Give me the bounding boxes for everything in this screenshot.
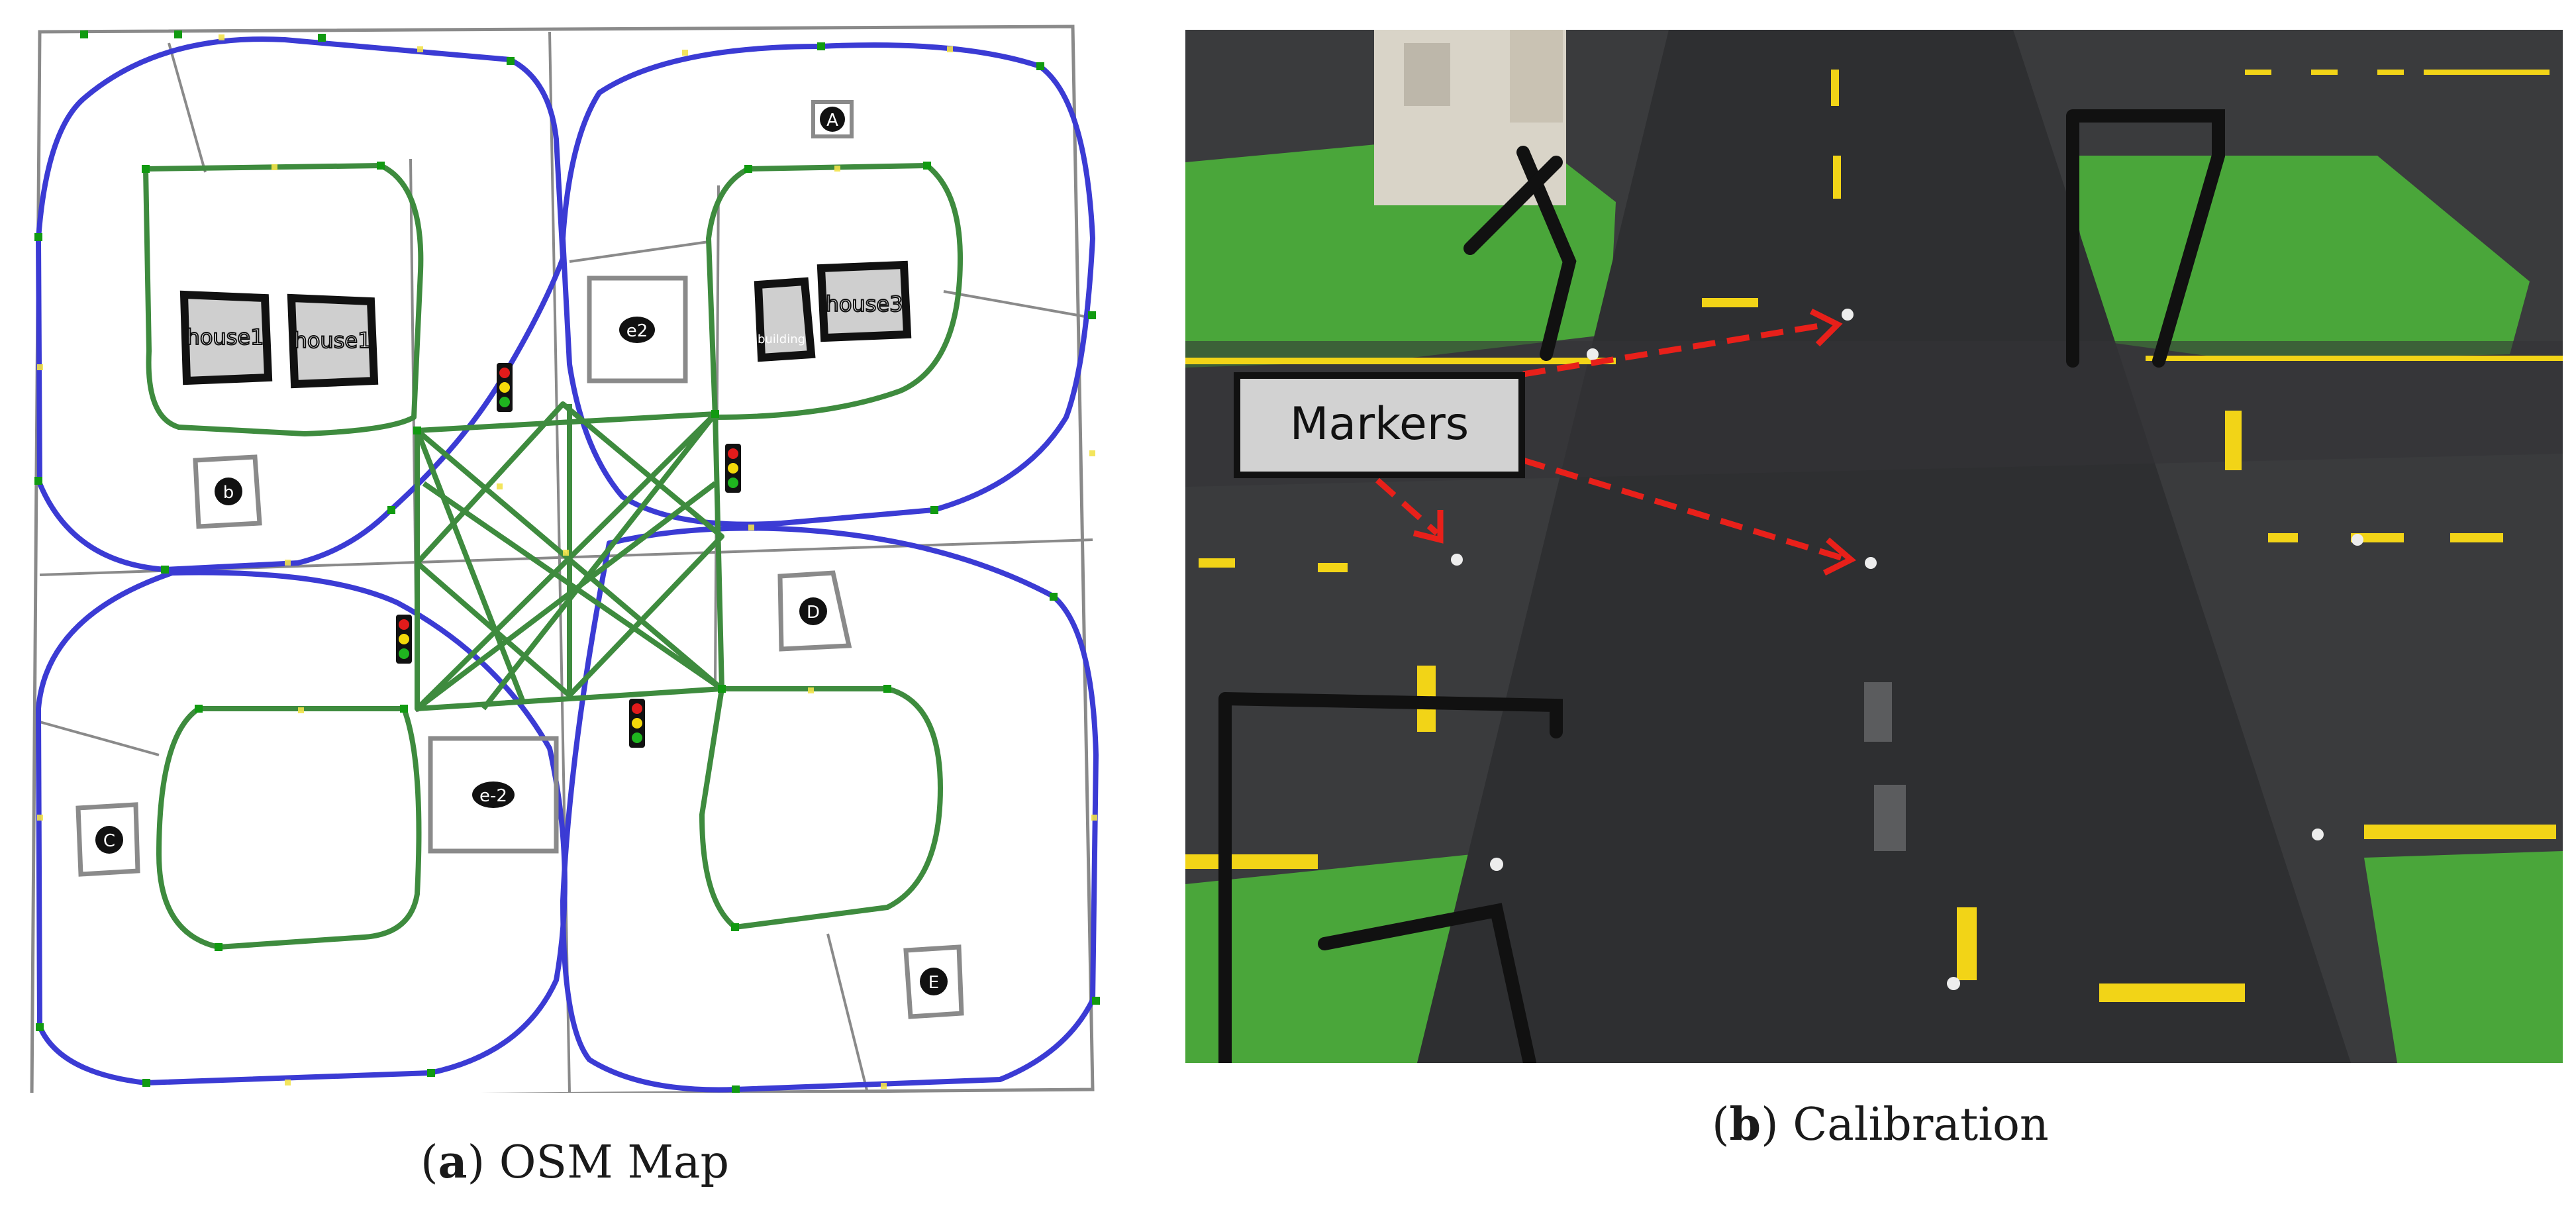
osm-map-panel: e2 e-2 A b C D E house1 house1 [20,20,1126,1100]
arrow-heads [1412,308,1857,576]
building-house1-b: house1 [287,293,379,389]
caption-a: (a) OSM Map [421,1136,730,1189]
marker-box-c: C [75,802,140,877]
caption-b: (b) Calibration [1712,1098,2049,1151]
marker-label-a: A [826,111,838,130]
lane-markings [1185,70,2563,1002]
traffic-light-icon [725,444,741,493]
inner-road-se [699,686,943,930]
marker-box-a: A [811,100,854,138]
cross-road [1185,341,2563,487]
room-e-2: e-2 [428,736,559,854]
markers-label: Markers [1290,398,1469,450]
building-label-house1-a: house1 [187,325,264,350]
road-nodes [34,30,1100,1093]
building-label-house1-b: house1 [294,328,372,353]
house-model [1374,30,1566,205]
room-label-e-2: e-2 [479,786,507,806]
marker-label-c: C [103,831,115,851]
marker-box-e: E [903,944,964,1019]
calibration-photo: Markers [1185,30,2563,1070]
marker-label-e: E [928,973,939,993]
calibration-markers [1451,309,2363,990]
inner-road-ne [706,163,963,420]
marker-label-b: b [223,483,234,503]
main-road [1417,30,2351,1063]
caption-a-text: OSM Map [499,1136,730,1189]
building-house1-a: house1 [179,290,273,385]
inner-road-nw [143,163,424,436]
inner-road-sw [156,706,422,950]
marker-box-b: b [193,454,262,529]
gate-structures [1218,109,2225,1070]
caption-b-letter: b [1729,1098,1761,1151]
center-star [415,401,724,711]
caption-b-text: Calibration [1793,1099,2049,1151]
calibration-photo-panel: Markers [1185,30,2563,1070]
center-dashes [1864,682,1906,851]
outer-road-sw [36,570,568,1085]
building-house3: house3 building [754,260,912,362]
marker-box-d: D [777,570,852,652]
marker-label-d: D [807,603,820,623]
caption-a-letter: a [438,1136,468,1189]
outer-road-se [560,525,1099,1093]
traffic-light-icon [629,699,645,748]
traffic-light-icon [396,615,412,664]
room-label-e2: e2 [626,321,648,341]
building-label-house3: house3 [826,291,903,317]
map-boundary [30,25,1095,1100]
grass-patches [1185,142,2563,1063]
traffic-light-icon [497,363,513,412]
marker-arrows [1375,321,1849,563]
markers-annotation: Markers [1234,372,1525,478]
room-e2: e2 [587,276,688,383]
outer-road-nw [36,36,566,572]
osm-map: e2 e-2 A b C D E house1 house1 [30,25,1100,1100]
building-small-label: building [758,332,805,346]
